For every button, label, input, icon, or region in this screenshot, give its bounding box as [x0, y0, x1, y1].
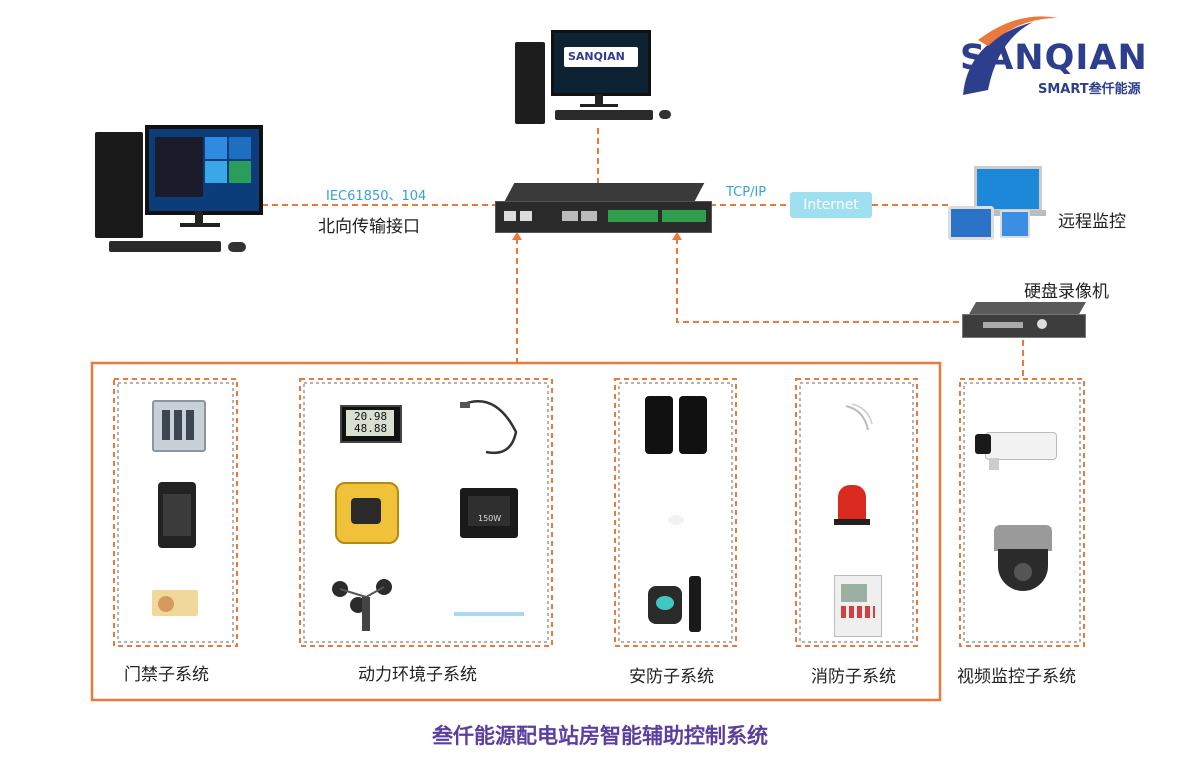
alarm-light-icon: [834, 485, 870, 525]
northbound-label: 北向传输接口: [318, 217, 420, 237]
logo-brand: SANQIAN: [960, 38, 1148, 78]
fire-panel-icon: [834, 575, 882, 637]
page-title: 叁仟能源配电站房智能辅助控制系统: [432, 724, 768, 748]
monitor-logo: SANQIAN: [568, 50, 625, 63]
client-workstation: [95, 125, 265, 255]
thermo-hygrometer-icon: 20.98 48.88: [340, 405, 402, 443]
nvr-label: 硬盘录像机: [1024, 282, 1109, 302]
controller-device: [495, 183, 712, 233]
tcp-label: TCP/IP: [726, 185, 767, 200]
logo-swoosh-icon: [963, 16, 1058, 95]
subsystem-label-access: 门禁子系统: [124, 665, 209, 685]
windows-monitor: [145, 125, 263, 215]
beam-detector-icon: [679, 396, 707, 454]
tower-pc: [95, 132, 143, 238]
gas-detector-icon: [335, 482, 399, 544]
mouse: [228, 242, 246, 252]
flashlight-icon: [689, 576, 701, 632]
remote-label: 远程监控: [1058, 212, 1126, 232]
company-logo: SANQIAN SMART叁仟能源: [958, 10, 1178, 110]
remote-devices: [942, 166, 1046, 240]
patrol-reader-icon: [648, 586, 682, 624]
thermo-reading-top: 20.98: [354, 410, 388, 423]
subsystem-label-fire: 消防子系统: [811, 667, 896, 687]
phone: [1000, 210, 1030, 238]
subsystem-label-environment: 动力环境子系统: [358, 665, 477, 685]
server-workstation: SANQIAN: [515, 28, 675, 128]
internet-node: Internet: [790, 192, 872, 218]
pir-sensor-icon: [668, 515, 684, 525]
subsystem-label-security: 安防子系统: [629, 667, 714, 687]
dome-camera-icon: [990, 525, 1056, 597]
nvr-device: [962, 302, 1087, 342]
floodlight-text: 150W: [478, 514, 502, 523]
floodlight-icon: 150W: [460, 488, 518, 538]
anemometer-icon: [332, 579, 392, 631]
beam-detector-icon: [645, 396, 673, 454]
water-sensor-icon: [460, 399, 518, 455]
bullet-camera-icon: [975, 428, 1057, 470]
tablet: [948, 206, 994, 240]
subsystem-label-video: 视频监控子系统: [957, 667, 1076, 687]
northbound-protocol: IEC61850、104: [326, 189, 427, 204]
logo-tagline: SMART叁仟能源: [1038, 82, 1141, 97]
thermo-reading-bottom: 48.88: [354, 422, 388, 435]
smoke-panel-icon: [454, 612, 524, 616]
face-terminal-icon: [158, 482, 196, 548]
id-card-icon: [152, 590, 198, 616]
tower-pc: [515, 42, 545, 124]
monitor-screen: SANQIAN: [551, 30, 651, 96]
keyboard: [555, 110, 653, 120]
keypad-icon: [152, 400, 206, 452]
mouse: [659, 110, 671, 119]
laptop: [974, 166, 1042, 212]
keyboard: [109, 241, 221, 252]
smoke-detector-icon: [845, 403, 873, 431]
